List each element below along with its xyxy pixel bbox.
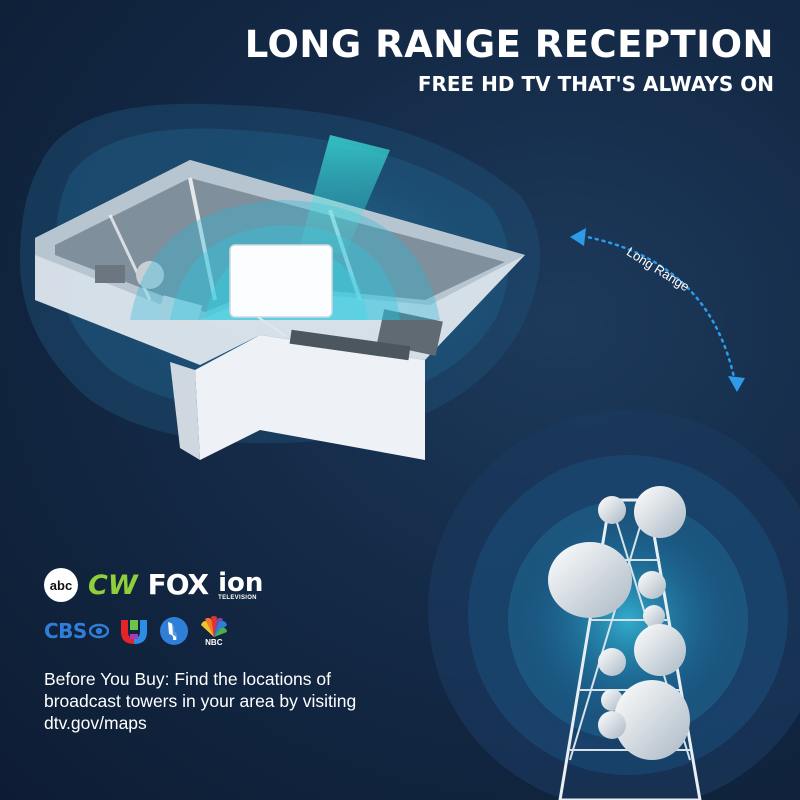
before-you-buy-notice: Before You Buy: Find the locations of br…: [44, 669, 357, 733]
univision-logo-icon: [120, 620, 147, 644]
logo-row-1: abc CW FOX ion TELEVISION: [44, 566, 284, 604]
cbs-logo-text: CBS: [44, 619, 87, 643]
signal-beam: [300, 135, 390, 255]
abc-logo: abc: [44, 568, 78, 602]
ion-logo: ion TELEVISION: [218, 570, 263, 601]
fox-logo: FOX: [147, 568, 210, 601]
cbs-eye-icon: [88, 623, 109, 639]
nbc-logo: NBC: [199, 615, 229, 647]
page-subtitle: FREE HD TV THAT'S ALWAYS ON: [417, 72, 774, 96]
network-logos: abc CW FOX ion TELEVISION CBS: [44, 566, 284, 658]
cbs-logo: CBS: [44, 621, 109, 641]
cw-logo: CW: [88, 569, 138, 601]
logo-row-2: CBS NBC: [44, 612, 284, 650]
broadcast-tower: [548, 486, 702, 800]
nbc-peacock-icon: [200, 615, 227, 637]
range-arrow: [570, 228, 745, 392]
pbs-logo-icon: [159, 617, 188, 645]
ion-logo-text: ion: [218, 567, 264, 598]
page-title: LONG RANGE RECEPTION: [244, 23, 774, 66]
ion-logo-subtext: TELEVISION: [218, 594, 257, 601]
nbc-logo-text: NBC: [205, 637, 223, 647]
tv-antenna: [229, 244, 333, 337]
